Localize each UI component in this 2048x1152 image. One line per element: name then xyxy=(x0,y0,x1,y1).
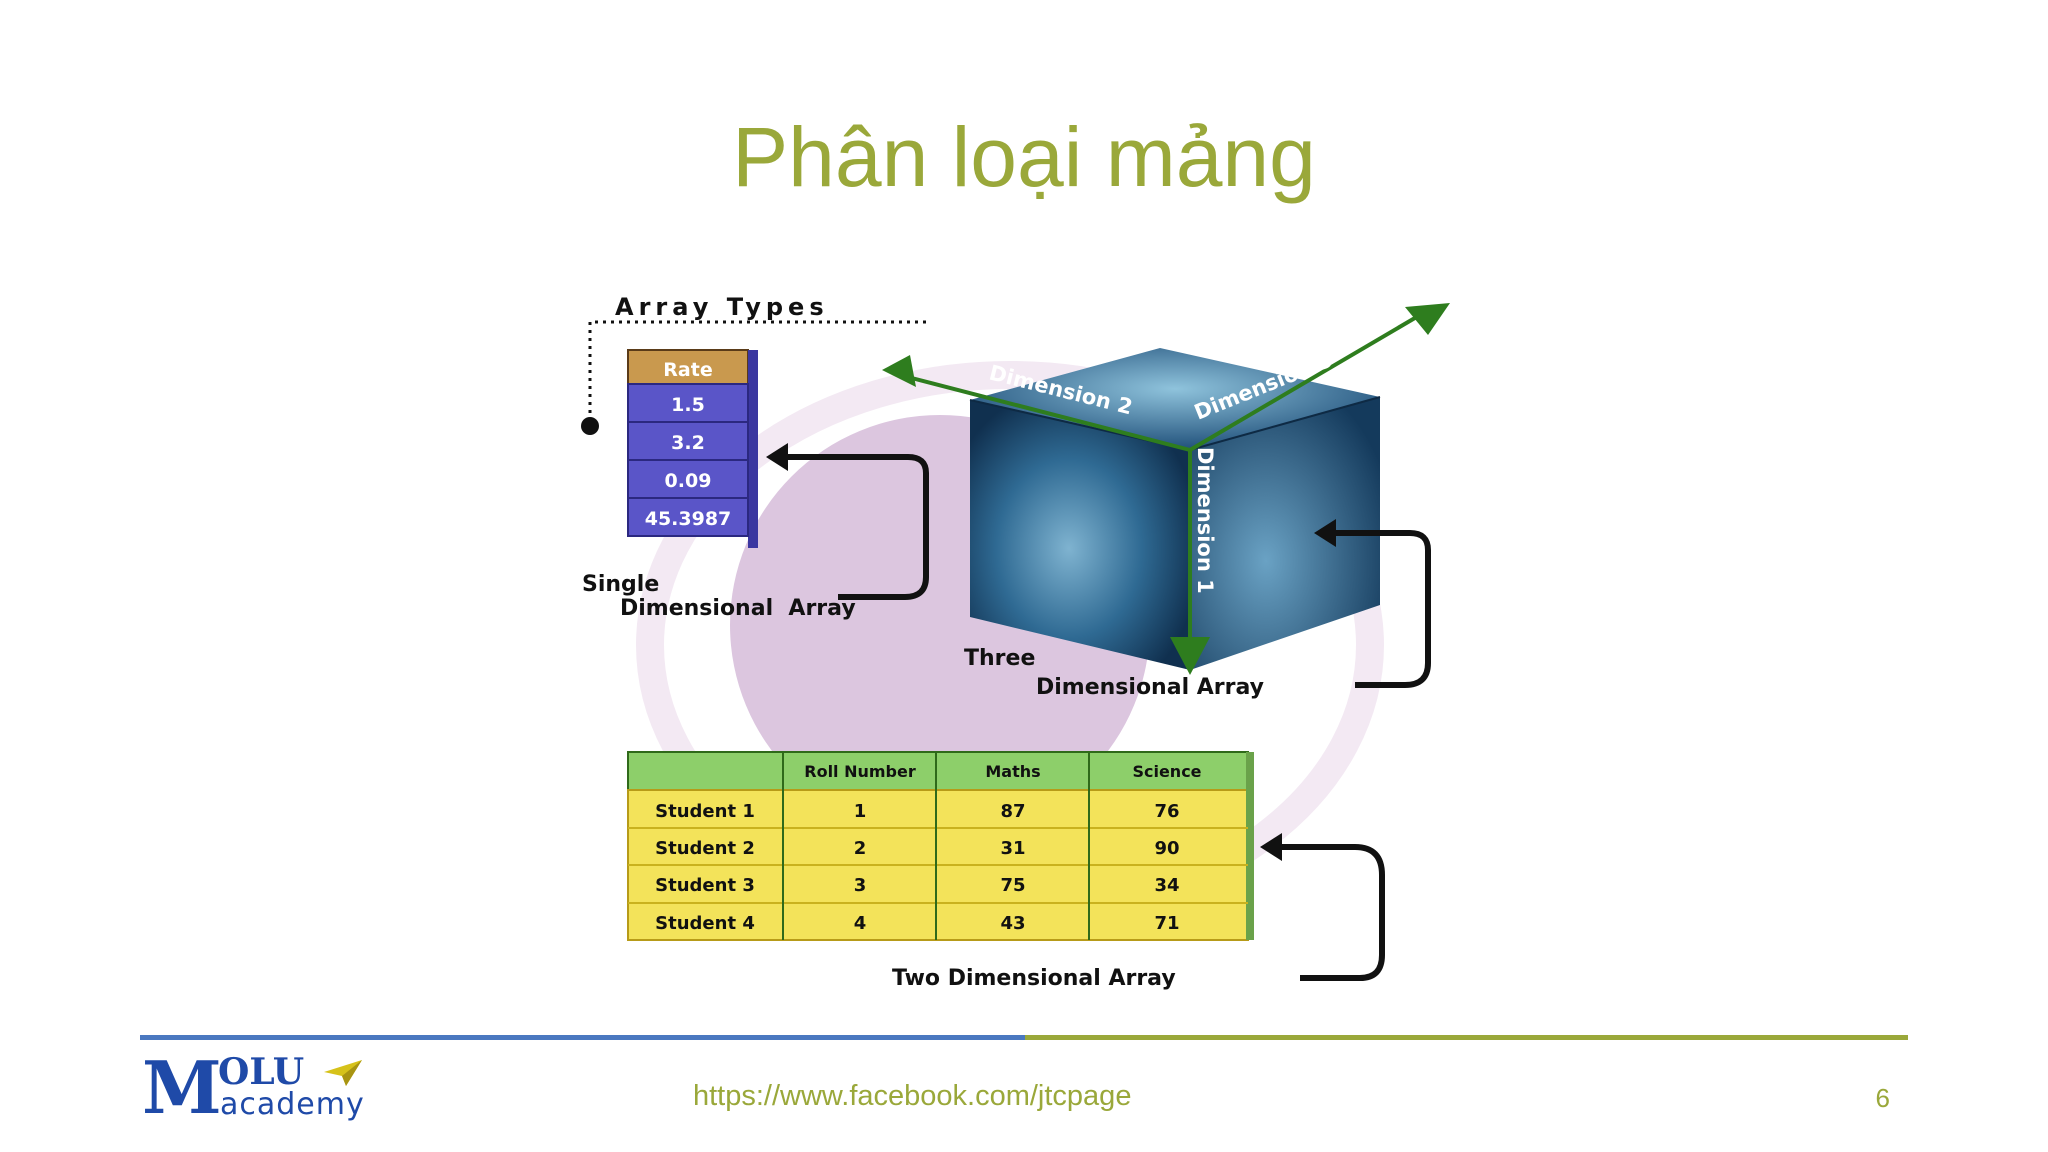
cube-top-face xyxy=(970,348,1380,450)
table-cell: 87 xyxy=(1000,801,1025,822)
dimension-1-label: Dimension 1 xyxy=(1193,447,1217,594)
table-cell: Student 3 xyxy=(655,875,755,896)
table-cell: 34 xyxy=(1154,875,1179,896)
single-array-value: 3.2 xyxy=(671,432,705,454)
table-cell: 90 xyxy=(1154,838,1179,859)
three-array-label-line1: Three xyxy=(964,646,1035,671)
single-array-value: 1.5 xyxy=(671,394,705,416)
footer-divider-green xyxy=(1025,1035,1908,1040)
three-array-pointer-arrow xyxy=(1330,530,1431,688)
table-column-header: Roll Number xyxy=(804,762,916,781)
table-cell: Student 1 xyxy=(655,801,755,822)
two-array-arrowhead xyxy=(1260,833,1282,861)
cube-right-face xyxy=(1190,397,1380,670)
table-cell: 71 xyxy=(1154,913,1179,934)
two-array-pointer-arrow xyxy=(1275,844,1385,981)
single-array-value: 45.3987 xyxy=(645,508,732,530)
single-array-cell xyxy=(627,497,749,537)
single-dimensional-array: Rate 1.5 3.2 0.09 45.3987 xyxy=(627,349,758,548)
dimension-3-axis xyxy=(1188,313,1422,452)
connector-dot xyxy=(581,417,599,435)
table-cell: 43 xyxy=(1000,913,1025,934)
cube-front-face xyxy=(970,400,1190,670)
single-array-label-line2: Dimensional Array xyxy=(620,596,856,621)
single-array-header: Rate xyxy=(663,359,712,381)
two-dimensional-table: Roll Number Maths Science Student 1 1 87… xyxy=(627,751,1254,941)
table-cell: 1 xyxy=(854,801,867,822)
dimension-2-arrowhead xyxy=(882,355,916,387)
table-cell: 3 xyxy=(854,875,867,896)
single-array-pointer-arrow xyxy=(780,454,929,600)
single-array-arrowhead xyxy=(766,443,788,471)
three-array-label-line2: Dimensional Array xyxy=(1036,675,1264,700)
table-cell: 76 xyxy=(1154,801,1179,822)
single-array-cell xyxy=(627,459,749,499)
dimension-1-arrowhead xyxy=(1170,637,1210,675)
table-cell: Student 4 xyxy=(655,913,755,934)
two-array-label: Two Dimensional Array xyxy=(892,966,1176,991)
three-array-arrowhead xyxy=(1314,519,1336,547)
table-column-header: Science xyxy=(1132,762,1201,781)
table-cell: 75 xyxy=(1000,875,1025,896)
three-dimensional-cube xyxy=(969,348,1381,670)
table-cell: 31 xyxy=(1000,838,1025,859)
table-cell: 4 xyxy=(854,913,867,934)
table-cell: 2 xyxy=(854,838,867,859)
footer-divider-blue xyxy=(140,1035,1025,1040)
table-cell: Student 2 xyxy=(655,838,755,859)
paper-plane-icon xyxy=(324,1060,362,1086)
slide-title: Phân loại mảng xyxy=(732,110,1316,204)
footer-url-link[interactable]: https://www.facebook.com/jtcpage xyxy=(693,1080,1132,1112)
molu-academy-logo: M OLU academy xyxy=(142,1045,365,1130)
diagram-heading: Array Types xyxy=(615,293,829,321)
array-types-diagram: Array Types Rate 1.5 3.2 0.09 45.3987 Si… xyxy=(581,293,1450,991)
heading-dotted-connector xyxy=(588,320,926,425)
page-number: 6 xyxy=(1875,1083,1890,1113)
single-array-label-line1: Single xyxy=(582,572,659,597)
single-array-value: 0.09 xyxy=(665,470,712,492)
single-array-cell xyxy=(627,383,749,423)
dimension-3-arrowhead xyxy=(1405,303,1450,335)
table-column-header: Maths xyxy=(985,762,1040,781)
dimension-2-axis xyxy=(899,373,1191,452)
